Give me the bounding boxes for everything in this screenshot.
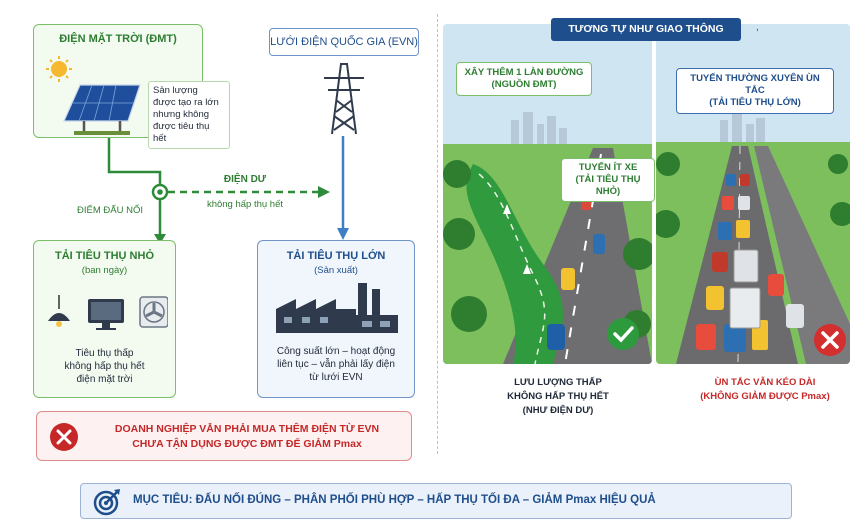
solar-title: ĐIỆN MẶT TRỜI (ĐMT) [59,33,177,45]
warning-line: CHƯA TẬN DỤNG ĐƯỢC ĐMT ĐỂ GIẢM Pmax [132,438,362,450]
solar-note-line: được tạo ra lớn [153,97,219,108]
large-load-sub: (Sản xuất) [314,265,358,276]
small-load-body-line: Tiêu thụ thấp [75,348,134,359]
small-load-title: TẢI TIÊU THỤ NHỎ [55,250,154,262]
connector-lines [107,136,349,244]
grid-box: LƯỚI ĐIỆN QUỐC GIA (EVN) [269,28,419,56]
caption-right-line: ÙN TẮC VẪN KÉO DÀI [714,377,816,388]
caption-left-line: LƯU LƯỢNG THẤP [514,377,602,388]
panel-divider [437,14,438,454]
solar-note: Sản lượng được tạo ra lớn nhưng không đư… [148,81,230,149]
large-load-body-line: từ lưới EVN [309,372,363,383]
large-load-title: TẢI TIÊU THỤ LỚN [286,250,386,262]
jam-route-line: (TẢI TIÊU THỤ LỚN) [709,97,801,108]
error-x-icon [50,423,78,451]
solar-feed-line [107,136,162,244]
small-load-body-line: điện mặt trời [76,374,133,385]
light-route-line: TUYẾN ÍT XE [578,162,638,173]
solar-box: ĐIỆN MẶT TRỜI (ĐMT) Sản lượng được tạo r… [33,24,230,149]
connection-label: ĐIỂM ĐẤU NỐI [77,205,143,216]
large-load-box: TẢI TIÊU THỤ LỚN (Sản xuất) Công suất lớ… [257,240,415,398]
check-icon [607,318,639,350]
factory-icon [276,283,398,333]
surplus-arrow-icon [318,186,330,198]
header-mark: , [756,22,759,33]
small-load-body: Tiêu thụ thấp không hấp thụ hết điện mặt… [34,347,175,386]
small-load-sub: (ban ngày) [81,265,128,276]
grid-arrow-icon [337,228,349,240]
target-icon [93,489,120,516]
large-load-body-line: Công suất lớn – hoạt động [276,346,396,357]
warning-text: DOANH NGHIỆP VẪN PHẢI MUA THÊM ĐIỆN TỪ E… [89,422,405,452]
surplus-sub: không hấp thụ hết [206,199,284,210]
caption-right-line: (KHÔNG GIẢM ĐƯỢC Pmax) [700,391,830,402]
jam-route-line: TUYẾN THƯỜNG XUYÊN ÙN TẮC [690,73,820,96]
small-load-body-line: không hấp thụ hết [64,361,145,372]
small-load-box: TẢI TIÊU THỤ NHỎ (ban ngày) Tiêu thụ thấ… [33,240,176,398]
caption-left-line: KHÔNG HẤP THỤ HẾT [507,391,609,402]
new-lane-line: XÂY THÊM 1 LÀN ĐƯỜNG [464,67,584,78]
warning-line: DOANH NGHIỆP VẪN PHẢI MUA THÊM ĐIỆN TỪ E… [114,423,380,435]
solar-note-line: Sản lượng [153,85,198,96]
surplus-title: ĐIỆN DƯ [223,174,267,185]
large-load-body: Công suất lớn – hoạt động liên tục – vẫn… [258,345,414,384]
light-route-line: (TẢI TIÊU THỤ NHỎ) [575,174,641,197]
caption-right: ÙN TẮC VẪN KÉO DÀI (KHÔNG GIẢM ĐƯỢC Pmax… [690,376,840,404]
solar-note-line: được tiêu thụ hết [153,121,210,144]
goal-banner: MỤC TIÊU: ĐẤU NỐI ĐÚNG – PHÂN PHỐI PHÙ H… [80,483,792,519]
large-load-body-line: liên tục – vẫn phải lấy điện [277,359,395,370]
caption-left: LƯU LƯỢNG THẤP KHÔNG HẤP THỤ HẾT (NHƯ ĐI… [488,376,628,418]
new-lane-line: (NGUỒN ĐMT) [491,79,557,90]
caption-left-line: (NHƯ ĐIỆN DƯ) [522,405,594,416]
new-lane-label: XÂY THÊM 1 LÀN ĐƯỜNG (NGUỒN ĐMT) [456,62,592,96]
transmission-tower-icon [324,63,364,135]
analogy-header: TƯƠNG TỰ NHƯ GIAO THÔNG [551,18,741,41]
solar-note-line: nhưng không [153,109,210,120]
small-devices-icon [48,295,168,330]
jam-route-label: TUYẾN THƯỜNG XUYÊN ÙN TẮC (TẢI TIÊU THỤ … [676,68,834,114]
small-load-arrow-icon [154,234,166,244]
solar-panel-icon [46,56,141,135]
goal-text: MỤC TIÊU: ĐẤU NỐI ĐÚNG – PHÂN PHỐI PHÙ H… [133,494,656,506]
grid-title: LƯỚI ĐIỆN QUỐC GIA (EVN) [270,36,418,48]
light-route-label: TUYẾN ÍT XE (TẢI TIÊU THỤ NHỎ) [561,158,655,202]
warning-box: DOANH NGHIỆP VẪN PHẢI MUA THÊM ĐIỆN TỪ E… [36,411,412,461]
